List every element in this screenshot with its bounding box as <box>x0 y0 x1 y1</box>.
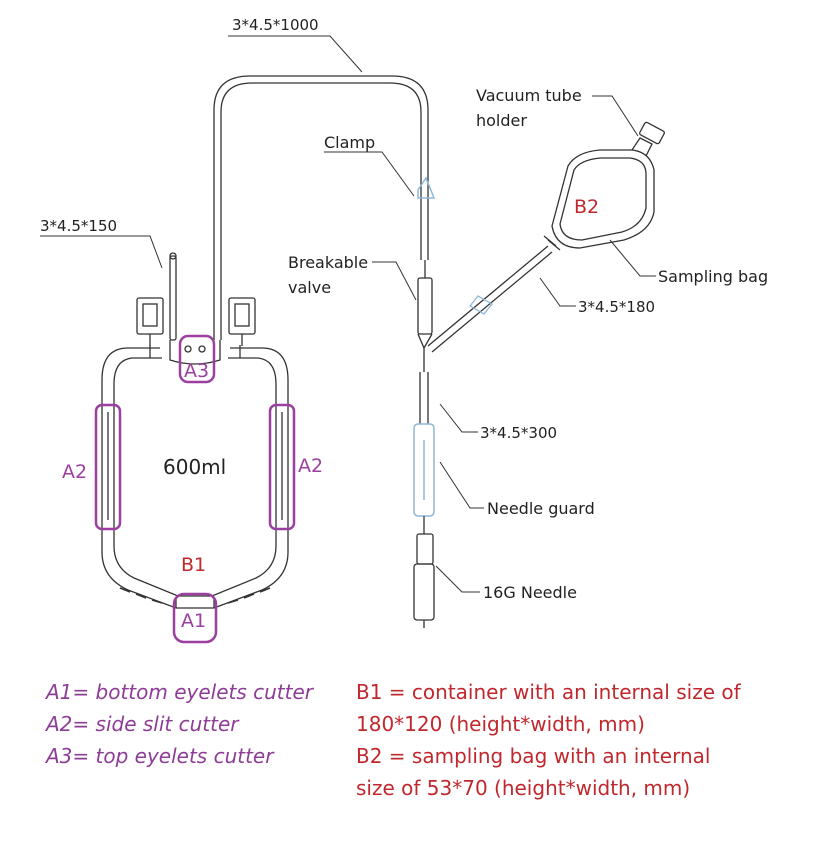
a1-marker: A1 <box>181 610 206 632</box>
legend-containers: B1 = container with an internal size of … <box>356 676 816 804</box>
a2-right-marker: A2 <box>298 455 323 477</box>
legend-b2-line2: size of 53*70 (height*width, mm) <box>356 776 691 800</box>
a2-right-box <box>268 403 296 531</box>
long-tube <box>213 75 429 340</box>
vacuum-tube-holder-label: Vacuum tube <box>476 86 582 105</box>
a2-left-box <box>94 403 122 531</box>
b2-marker: B2 <box>574 196 599 218</box>
leader-lines <box>40 35 656 593</box>
legend-b1-line1: B1 = container with an internal size of <box>356 680 741 704</box>
breakable-valve-label-2: valve <box>288 278 331 297</box>
legend-cutters: A1= bottom eyelets cutter A2= side slit … <box>46 676 313 772</box>
b1-marker: B1 <box>181 554 206 576</box>
bag-ports <box>136 252 256 346</box>
vacuum-tube-holder-label-2: holder <box>476 111 527 130</box>
breakable-valve <box>417 260 433 424</box>
a1-box <box>172 592 218 644</box>
tube-long-label: 3*4.5*1000 <box>232 16 319 34</box>
volume-label: 600ml <box>163 455 226 479</box>
needle <box>413 516 435 628</box>
clamp-label: Clamp <box>324 133 375 152</box>
a3-box <box>178 334 216 384</box>
sampling-bag <box>543 121 665 251</box>
legend-a1: A1= bottom eyelets cutter <box>46 680 314 704</box>
legend-b2-line1: B2 = sampling bag with an internal <box>356 744 711 768</box>
a2-left-marker: A2 <box>62 461 87 483</box>
needle-label: 16G Needle <box>483 583 577 602</box>
tube-short-label: 3*4.5*150 <box>40 217 117 235</box>
legend-b1-line2: 180*120 (height*width, mm) <box>356 712 645 736</box>
sampling-tube <box>427 245 553 353</box>
clamp <box>417 176 436 199</box>
main-bag <box>101 340 289 609</box>
legend-a2: A2= side slit cutter <box>46 712 239 736</box>
needle-guard-label: Needle guard <box>487 499 595 518</box>
cutter-markers <box>94 334 296 644</box>
breakable-valve-label: Breakable <box>288 253 368 272</box>
legend-a3: A3= top eyelets cutter <box>46 744 274 768</box>
sampling-bag-label: Sampling bag <box>658 267 768 286</box>
needle-guard <box>413 423 435 517</box>
tube-sampling-label: 3*4.5*180 <box>578 298 655 316</box>
tube-needle-label: 3*4.5*300 <box>480 424 557 442</box>
a3-marker: A3 <box>184 360 209 382</box>
